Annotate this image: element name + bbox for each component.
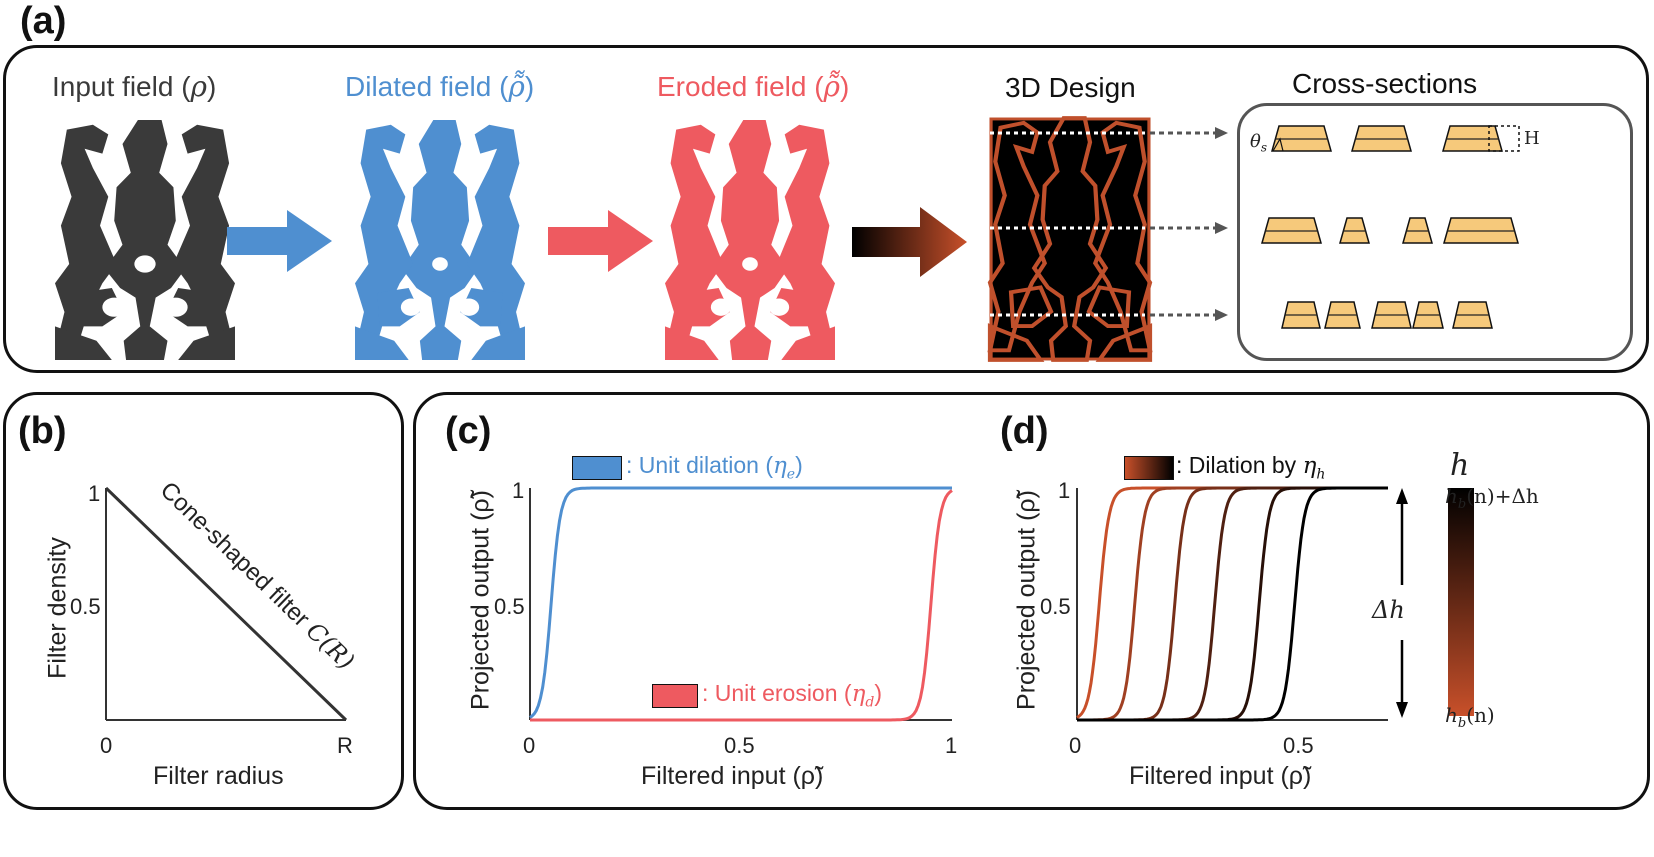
c-ytick-1: 1 xyxy=(512,478,525,503)
c-legend-erosion: : Unit erosion (ηd) xyxy=(702,680,882,711)
height-label: H xyxy=(1524,128,1540,149)
dilation-curve-3 xyxy=(1077,486,1388,722)
eroded-field-image xyxy=(665,120,835,360)
c-xtick-1: 1 xyxy=(945,733,958,758)
colorbar-bottom-label: hb(n) xyxy=(1445,703,1495,731)
panel-b-label: (b) xyxy=(18,410,67,452)
cone-filter-line xyxy=(104,486,348,722)
d-legend: : Dilation by ηh xyxy=(1176,452,1326,483)
d-ytick-1: 1 xyxy=(1058,478,1071,503)
theta-label: θs xyxy=(1250,131,1268,155)
gradient-arrow xyxy=(852,207,967,277)
c-legend-dilation: : Unit dilation (ηe) xyxy=(626,452,803,483)
cross-sections-frame xyxy=(1237,103,1633,361)
dilation-curve-6 xyxy=(1077,486,1388,722)
b-xtick-0: 0 xyxy=(100,733,113,758)
panel-a-label: (a) xyxy=(20,0,67,42)
d-xtick-05: 0.5 xyxy=(1283,733,1314,758)
d-ytick-05: 0.5 xyxy=(1040,594,1071,619)
d-legend-swatch xyxy=(1124,456,1174,480)
panel-c-plot xyxy=(529,486,953,722)
dilated-field-title: Dilated field (ρ̃̃) xyxy=(345,70,535,103)
dilated-field-image xyxy=(355,120,525,360)
dilation-curve xyxy=(529,486,952,719)
design-3d-image xyxy=(990,118,1150,360)
dilation-curve-4 xyxy=(1077,486,1388,722)
c-legend-dilation-swatch xyxy=(572,456,622,480)
cross-sections-slabs xyxy=(1261,125,1520,329)
c-ytick-05: 0.5 xyxy=(494,594,525,619)
c-xlabel: Filtered input (ρ̃) xyxy=(641,762,824,790)
colorbar-title: h xyxy=(1450,448,1470,483)
colorbar-top-label: hb(n)+Δh xyxy=(1445,484,1539,512)
c-legend-erosion-swatch xyxy=(652,684,698,708)
c-xtick-0: 0 xyxy=(523,733,536,758)
panel-a-frame xyxy=(3,45,1649,373)
panel-b-frame xyxy=(3,392,404,810)
dilation-curve-2 xyxy=(1077,486,1388,722)
d-xtick-0: 0 xyxy=(1069,733,1082,758)
panel-c-label: (c) xyxy=(445,410,492,452)
colorbar xyxy=(1448,488,1474,716)
panel-d-label: (d) xyxy=(1000,410,1049,452)
input-field-image xyxy=(55,120,235,360)
b-xlabel: Filter radius xyxy=(153,762,284,790)
dilation-curve-5 xyxy=(1077,486,1388,722)
b-ytick-1: 1 xyxy=(88,481,101,506)
design-title: 3D Design xyxy=(1005,72,1136,103)
d-ylabel: Projected output (ρ̃̃) xyxy=(1012,490,1041,710)
panel-d-plot xyxy=(1076,486,1474,722)
c-xtick-05: 0.5 xyxy=(724,733,755,758)
blue-arrow xyxy=(227,210,332,272)
dilation-curve-1 xyxy=(1076,486,1388,719)
erosion-curve xyxy=(530,489,953,722)
red-arrow xyxy=(548,210,653,272)
section-lines xyxy=(990,127,1228,321)
panel-cd-frame xyxy=(413,392,1650,810)
b-ytick-05: 0.5 xyxy=(70,594,101,619)
panel-b-plot xyxy=(104,486,348,722)
cross-sections-title: Cross-sections xyxy=(1292,68,1478,99)
delta-h-label: Δh xyxy=(1372,596,1405,624)
b-xtick-r: R xyxy=(337,733,353,758)
eroded-field-title: Eroded field (ρ̃̃) xyxy=(657,70,850,103)
input-field-title: Input field (ρ) xyxy=(52,70,217,103)
d-xlabel: Filtered input (ρ̃) xyxy=(1129,762,1312,790)
